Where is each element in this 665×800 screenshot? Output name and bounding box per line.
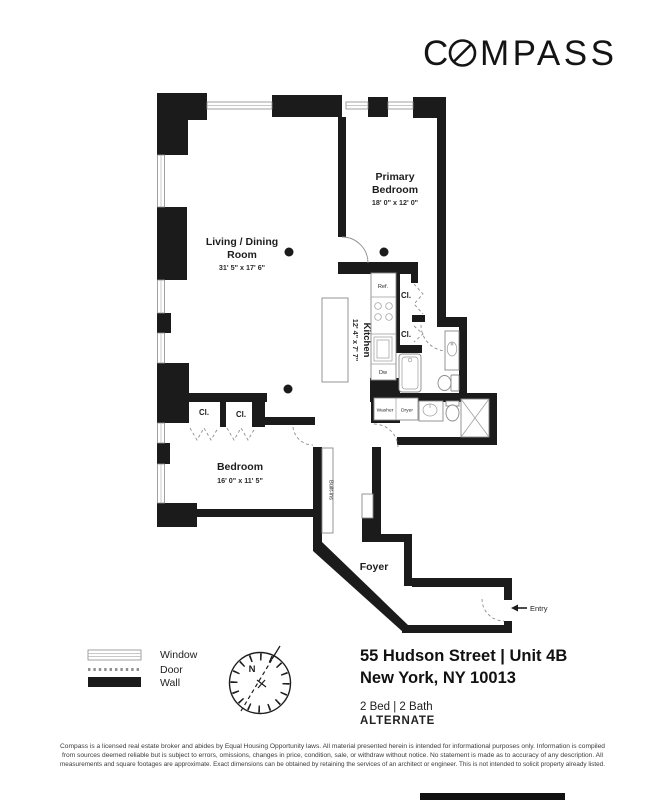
- disclaimer-line1: Compass is a licensed real estate broker…: [60, 743, 605, 750]
- bedroom-door-arc: [292, 426, 314, 446]
- compass-rose-icon: N: [228, 645, 292, 715]
- compass-logo: C MPASS: [423, 34, 617, 73]
- primary-bedroom-label: Primary: [375, 171, 414, 183]
- north-label: N: [249, 664, 256, 675]
- walls: [157, 93, 512, 633]
- foyer-niche: [361, 493, 374, 519]
- living-room-dims: 31' 5" x 17' 6": [219, 263, 265, 272]
- toilet2-icon: [445, 400, 460, 422]
- kitchen-sink-icon: [373, 336, 393, 362]
- bedroom-label: Bedroom: [217, 461, 263, 473]
- entry-annotation: Entry: [511, 604, 548, 613]
- window-icon: [157, 463, 165, 504]
- hall-closet-door: [413, 325, 424, 343]
- disclaimer: Compass is a licensed real estate broker…: [60, 743, 605, 768]
- address-line2: New York, NY 10013: [360, 669, 516, 687]
- room-labels: Living / Dining Room 31' 5" x 17' 6" Pri…: [199, 171, 418, 573]
- floor-plan: Living / Dining Room 31' 5" x 17' 6" Pri…: [157, 93, 548, 633]
- logo-letter-c: C: [423, 34, 452, 73]
- window-icon: [157, 332, 165, 364]
- dryer-label: Dryer: [401, 408, 413, 414]
- built-ins-shelf: [321, 447, 334, 534]
- bathroom2-sink-icon: [418, 400, 444, 422]
- bedroom-dims: 16' 0" x 11' 5": [217, 476, 263, 485]
- entry-arrow-icon: [511, 604, 527, 612]
- kitchen-label: Kitchen: [361, 323, 372, 358]
- window-icon: [157, 279, 165, 314]
- dishwasher-label: Dw: [379, 370, 388, 376]
- window-icon: [206, 101, 273, 110]
- doors: [189, 236, 505, 622]
- entry-label: Entry: [530, 604, 548, 613]
- kitchen-dims: 12' 4" x 7' 7": [351, 319, 360, 361]
- living-room-label: Living / Dining: [206, 236, 278, 248]
- kitchen-counter: [370, 272, 397, 381]
- logo-letters-mpass: MPASS: [480, 34, 617, 73]
- kitchen-island: [321, 297, 349, 383]
- closet-label: Cl.: [401, 330, 411, 339]
- hall-closet-door: [413, 283, 424, 315]
- living-room-label2: Room: [227, 249, 257, 261]
- plan-variant: ALTERNATE: [360, 715, 435, 727]
- bathtub-icon: [398, 353, 422, 393]
- foyer-label: Foyer: [360, 561, 389, 573]
- legend-wall-icon: [88, 677, 141, 687]
- structural-columns: [283, 247, 389, 394]
- washer-label: Washer: [377, 408, 394, 414]
- bathroom-sink-icon: [444, 330, 460, 371]
- window-icon: [387, 101, 414, 110]
- shower-icon: [460, 398, 490, 438]
- beds-baths: 2 Bed | 2 Bath: [360, 701, 433, 713]
- closet-bifold-door: [189, 427, 219, 441]
- scan-artifact: [420, 793, 565, 800]
- closet-bifold-door: [226, 427, 256, 441]
- disclaimer-line3: measurements and square footages are app…: [60, 761, 605, 768]
- primary-bedroom-dims: 18' 0" x 12' 0": [372, 198, 418, 207]
- stove-burners-icon: [374, 302, 393, 321]
- primary-bath-door-arc: [420, 324, 448, 352]
- closet-label: Cl.: [236, 410, 246, 419]
- primary-bedroom-door-arc: [341, 236, 369, 264]
- legend: Window Door Wall: [87, 649, 198, 689]
- window-icon: [345, 101, 369, 110]
- washer-dryer: [373, 397, 419, 421]
- window-icon: [157, 154, 165, 208]
- legend-window-label: Window: [160, 649, 198, 661]
- listing-info: 55 Hudson Street | Unit 4B New York, NY …: [360, 647, 567, 727]
- toilet-icon: [437, 374, 460, 392]
- fixtures: [283, 247, 490, 534]
- legend-wall-label: Wall: [160, 677, 180, 689]
- compass-o-icon: [448, 39, 477, 67]
- primary-bedroom-label2: Bedroom: [372, 184, 418, 196]
- diagonal-wall: [313, 542, 409, 632]
- legend-window-icon: [87, 649, 142, 661]
- window-icon: [157, 422, 165, 444]
- windows: [157, 101, 414, 504]
- built-ins-label: Built-ins: [328, 480, 334, 500]
- closet-label: Cl.: [401, 291, 411, 300]
- refrigerator-label: Ref.: [378, 284, 389, 290]
- disclaimer-line2: from sources deemed reliable but is subj…: [62, 752, 604, 759]
- entry-door-arc: [481, 598, 505, 622]
- bath-door-arc: [373, 423, 399, 449]
- address-line1: 55 Hudson Street | Unit 4B: [360, 647, 567, 665]
- closet-label: Cl.: [199, 408, 209, 417]
- legend-door-label: Door: [160, 664, 183, 676]
